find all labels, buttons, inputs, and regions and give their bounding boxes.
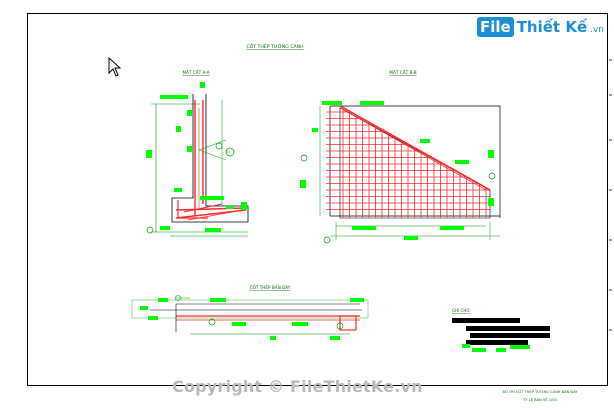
drawing-frame — [27, 13, 608, 386]
section-a-a — [146, 82, 249, 237]
slab-detail — [131, 295, 369, 340]
section-b-b — [300, 101, 501, 244]
logo-domain: .vn — [590, 24, 605, 35]
edge-ticks — [609, 59, 612, 331]
main-title: CỐT THÉP TƯỜNG CÁNH — [246, 42, 303, 50]
title-block-line1: BỐ TRÍ CỐT THÉP TƯỜNG CÁNH BẢN ĐÁY — [502, 389, 578, 394]
section-left-title: MẶT CẮT A-A — [182, 70, 209, 75]
logo-brand-text: Thiết Kế — [516, 18, 588, 36]
logo-file-box: File — [477, 17, 514, 37]
section-right-title: MẶT CẮT B-B — [389, 70, 416, 75]
notes-title: GHI CHÚ: — [452, 308, 471, 313]
title-block-line2: TỶ LỆ BẢN VẼ 1/50 — [522, 397, 557, 402]
mouse-cursor-icon — [108, 57, 122, 77]
site-logo[interactable]: File Thiết Kế .vn — [477, 14, 604, 40]
copyright-watermark: Copyright © FileThietKe.vn — [172, 377, 423, 396]
notes-block — [452, 318, 550, 352]
bottom-title: CỐT THÉP BẢN ĐÁY — [250, 285, 291, 290]
